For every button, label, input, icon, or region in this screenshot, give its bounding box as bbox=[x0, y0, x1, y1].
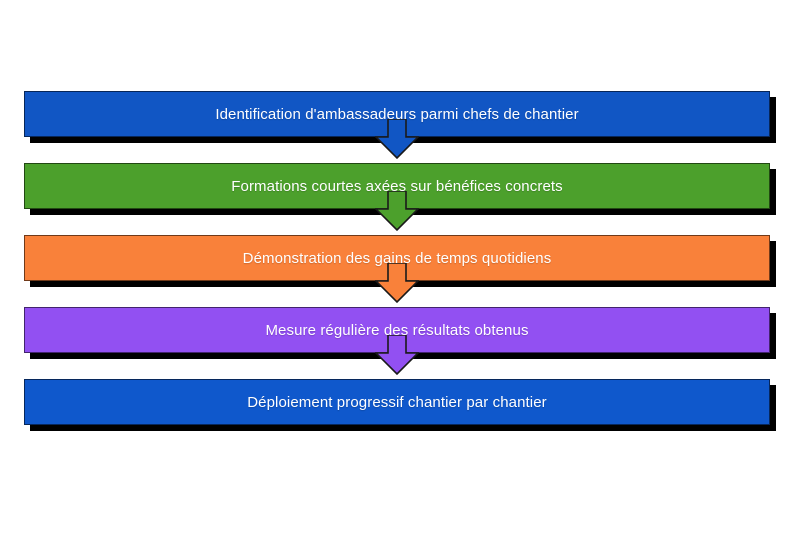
flow-node-wrapper: Formations courtes axées sur bénéfices c… bbox=[24, 163, 770, 232]
flow-gap bbox=[24, 353, 770, 379]
flow-node-wrapper: Déploiement progressif chantier par chan… bbox=[24, 379, 770, 425]
flow-node-2-label: Formations courtes axées sur bénéfices c… bbox=[231, 177, 563, 195]
flow-gap bbox=[24, 209, 770, 235]
flowchart-node-stack: Identification d'ambassadeurs parmi chef… bbox=[24, 91, 770, 425]
flow-gap bbox=[24, 281, 770, 307]
flow-node-2[interactable]: Formations courtes axées sur bénéfices c… bbox=[24, 163, 770, 209]
flow-node-wrapper: Identification d'ambassadeurs parmi chef… bbox=[24, 91, 770, 160]
flow-node-5[interactable]: Déploiement progressif chantier par chan… bbox=[24, 379, 770, 425]
flow-node-1[interactable]: Identification d'ambassadeurs parmi chef… bbox=[24, 91, 770, 137]
flow-node-3-label: Démonstration des gains de temps quotidi… bbox=[242, 249, 552, 267]
flow-node-4-label: Mesure régulière des résultats obtenus bbox=[265, 321, 529, 339]
flow-node-5-label: Déploiement progressif chantier par chan… bbox=[247, 393, 547, 411]
flow-node-3[interactable]: Démonstration des gains de temps quotidi… bbox=[24, 235, 770, 281]
flow-gap bbox=[24, 137, 770, 163]
flow-node-wrapper: Mesure régulière des résultats obtenus bbox=[24, 307, 770, 376]
flow-node-1-label: Identification d'ambassadeurs parmi chef… bbox=[215, 105, 579, 123]
flow-node-wrapper: Démonstration des gains de temps quotidi… bbox=[24, 235, 770, 304]
flow-node-4[interactable]: Mesure régulière des résultats obtenus bbox=[24, 307, 770, 353]
